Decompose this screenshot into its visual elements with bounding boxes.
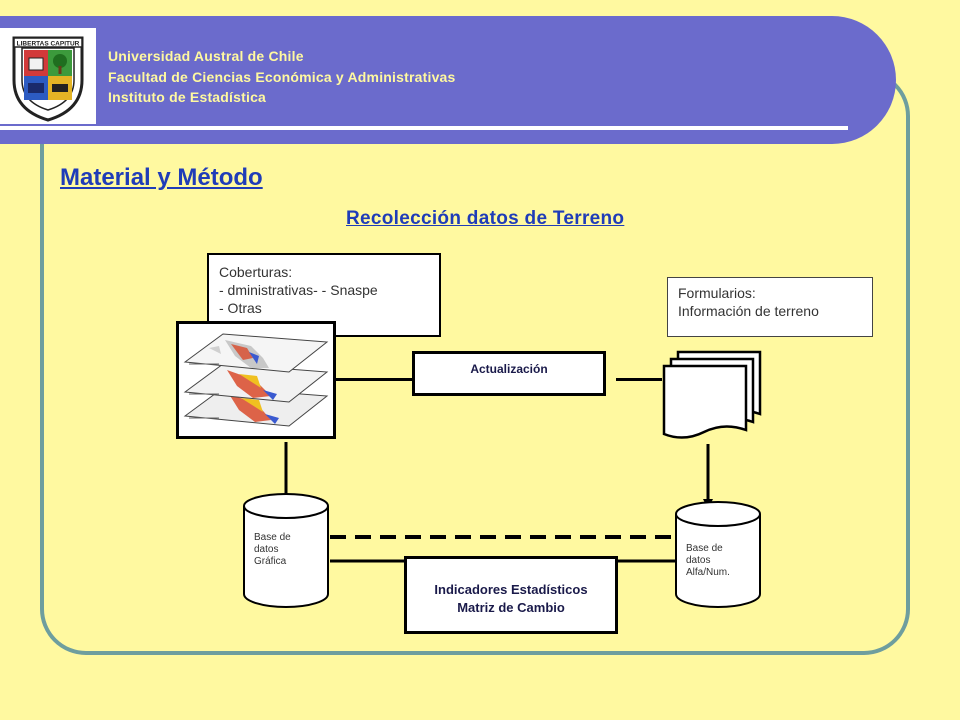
university-crest-icon: LIBERTAS CAPITUR — [12, 36, 84, 122]
connector-actualizacion-forms — [616, 378, 662, 381]
actualizacion-label: Actualización — [470, 362, 548, 376]
logo-banner-text: LIBERTAS CAPITUR — [17, 41, 80, 48]
db-grafica-label: Base de datos Gráfica — [254, 532, 291, 568]
db-alfa-label-line2: datos — [686, 555, 711, 566]
header-band — [0, 16, 896, 144]
db-grafica-cylinder-icon — [243, 493, 329, 608]
coberturas-item-otras: - Otras — [219, 300, 262, 316]
header-underline — [0, 126, 848, 130]
indicadores-line1: Indicadores Estadísticos — [434, 582, 588, 597]
formularios-heading: Formularios: — [678, 285, 756, 301]
db-grafica-label-line1: Base de — [254, 532, 291, 543]
db-grafica-label-line3: Gráfica — [254, 556, 287, 567]
actualizacion-box: Actualización — [412, 351, 606, 396]
db-alfa-cylinder-icon — [675, 501, 761, 608]
db-alfa-label: Base de datos Alfa/Num. — [686, 543, 730, 579]
map-layers-image — [176, 321, 336, 439]
db-alfa-label-line1: Base de — [686, 543, 723, 554]
coberturas-heading: Coberturas: — [219, 264, 293, 280]
documents-stack-icon — [662, 350, 762, 439]
map-layer-1 — [183, 333, 329, 373]
indicadores-line2: Matriz de Cambio — [457, 600, 565, 615]
faculty-name: Facultad de Ciencias Económica y Adminis… — [108, 69, 456, 85]
indicadores-box: Indicadores Estadísticos Matriz de Cambi… — [404, 556, 618, 634]
map-layers-illustration — [183, 333, 329, 427]
coberturas-item-administrativas: - dministrativas- - Snaspe — [219, 282, 378, 298]
db-alfa-label-line3: Alfa/Num. — [686, 567, 730, 578]
page-title: Material y Método — [60, 164, 263, 191]
institute-name: Instituto de Estadística — [108, 89, 267, 105]
university-logo: LIBERTAS CAPITUR — [0, 28, 96, 124]
map-layer-2 — [183, 363, 329, 403]
connector-maps-actualizacion — [336, 378, 412, 381]
formularios-description: Información de terreno — [678, 303, 819, 319]
formularios-box: Formularios: Información de terreno — [667, 277, 873, 337]
university-name: Universidad Austral de Chile — [108, 48, 304, 64]
diagram-title: Recolección datos de Terreno — [346, 208, 625, 229]
db-grafica-label-line2: datos — [254, 544, 279, 555]
